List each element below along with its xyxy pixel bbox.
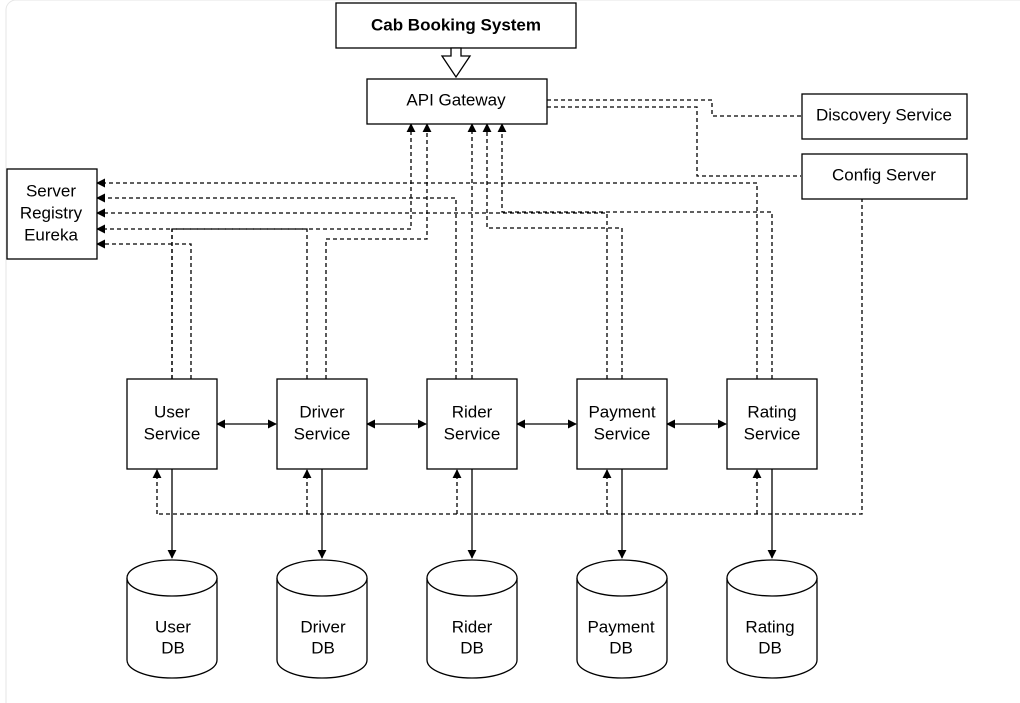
rating-db-label-line1: Rating — [745, 618, 794, 637]
user-service-label-line1: User — [154, 403, 190, 422]
user-db-node: User DB — [126, 559, 218, 679]
gateway-config-link — [547, 106, 801, 177]
user-db-label-line2: DB — [161, 639, 185, 658]
rider-service-label-line1: Rider — [452, 403, 493, 422]
config-server-node: Config Server — [801, 153, 968, 200]
rating-db-label-line2: DB — [758, 639, 782, 658]
registry-label-line2: Registry — [20, 204, 83, 223]
discovery-service-label: Discovery Service — [816, 106, 952, 125]
rating-db-node: Rating DB — [726, 559, 818, 679]
solid-connectors — [167, 419, 777, 559]
rating-gateway-route — [497, 123, 773, 379]
user-service-label-line2: Service — [144, 425, 201, 444]
dashed-connectors — [96, 99, 863, 515]
driver-service-label-line2: Service — [294, 425, 351, 444]
hollow-down-arrow — [440, 47, 472, 79]
config-server-label: Config Server — [832, 166, 936, 185]
user-registry-link-2 — [96, 239, 192, 379]
server-registry-node: Server Registry Eureka — [6, 168, 98, 260]
driver-service-label-line1: Driver — [299, 403, 345, 422]
payment-db-label-line2: DB — [609, 639, 633, 658]
payment-registry-link — [96, 208, 608, 379]
rider-registry-link — [96, 193, 457, 379]
payment-service-node: Payment Service — [576, 378, 668, 470]
api-gateway-node: API Gateway — [366, 78, 548, 125]
user-gateway-route — [171, 123, 416, 379]
driver-db-node: Driver DB — [276, 559, 368, 679]
rating-service-label-line1: Rating — [747, 403, 796, 422]
payment-service-label-line2: Service — [594, 425, 651, 444]
config-bus — [157, 198, 863, 515]
rider-db-label-line1: Rider — [452, 618, 493, 637]
driver-service-node: Driver Service — [276, 378, 368, 470]
rating-registry-link — [96, 178, 758, 379]
driver-db-label-line2: DB — [311, 639, 335, 658]
gateway-discovery-link — [547, 99, 801, 117]
rating-service-node: Rating Service — [726, 378, 818, 470]
payment-db-label-line1: Payment — [587, 618, 654, 637]
discovery-service-node: Discovery Service — [801, 93, 968, 140]
payment-gateway-route — [482, 123, 623, 379]
payment-service-label-line1: Payment — [588, 403, 655, 422]
api-gateway-label: API Gateway — [406, 91, 506, 110]
user-service-node: User Service — [126, 378, 218, 470]
registry-label-line3: Eureka — [24, 226, 78, 245]
rider-service-label-line2: Service — [444, 425, 501, 444]
rider-db-node: Rider DB — [426, 559, 518, 679]
title-node: Cab Booking System — [335, 2, 577, 49]
rider-db-label-line2: DB — [460, 639, 484, 658]
user-db-label-line1: User — [155, 618, 191, 637]
rating-service-label-line2: Service — [744, 425, 801, 444]
registry-label-line1: Server — [26, 182, 76, 201]
title-label: Cab Booking System — [371, 16, 541, 35]
payment-db-node: Payment DB — [576, 559, 668, 679]
driver-gateway-route — [325, 123, 432, 379]
driver-registry-link — [96, 224, 308, 379]
driver-db-label-line1: Driver — [300, 618, 346, 637]
rider-service-node: Rider Service — [426, 378, 518, 470]
